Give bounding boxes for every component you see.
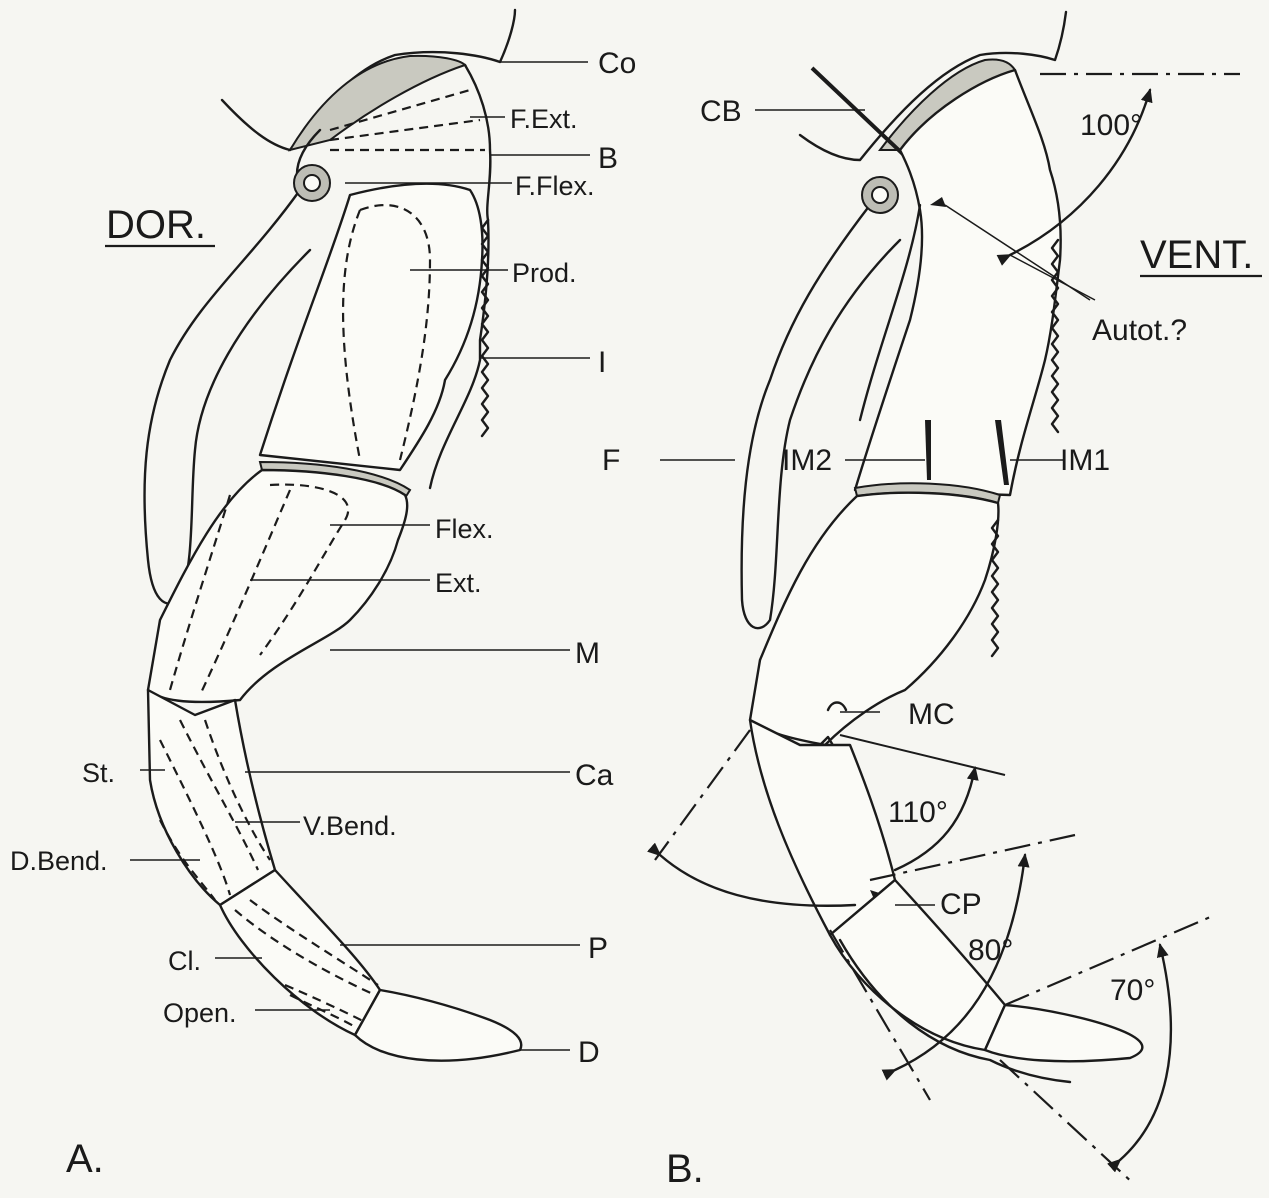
- label-v-bend: V.Bend.: [303, 811, 397, 841]
- label-d: D: [578, 1036, 600, 1069]
- label-f-flex: F.Flex.: [515, 171, 595, 201]
- label-flex: Flex.: [435, 514, 494, 544]
- label-d-bend: D.Bend.: [10, 846, 108, 876]
- angle-80: 80°: [968, 934, 1013, 967]
- caption-b: B.: [666, 1147, 704, 1191]
- label-cb: CB: [700, 95, 742, 128]
- ischium-body-a: [260, 184, 483, 470]
- panel-a: Co F.Ext. B F.Flex. Prod. I Flex. Ext. M…: [10, 10, 636, 1181]
- label-i: I: [598, 346, 606, 379]
- coxa-joint-hole-a: [304, 175, 320, 191]
- label-m: M: [575, 637, 600, 670]
- caption-a: A.: [66, 1137, 104, 1181]
- basis-ischium-b: [855, 70, 1061, 495]
- side-label-dor: DOR.: [106, 203, 206, 247]
- label-st: St.: [82, 758, 115, 788]
- label-open: Open.: [163, 998, 237, 1028]
- label-cl: Cl.: [168, 946, 201, 976]
- dactyl-a: [355, 990, 521, 1061]
- label-mc: MC: [908, 698, 955, 731]
- label-p: P: [588, 932, 608, 965]
- side-label-vent: VENT.: [1140, 233, 1253, 277]
- angle-70: 70°: [1110, 974, 1155, 1007]
- label-autot: Autot.?: [1092, 314, 1187, 347]
- angle-110: 110°: [888, 796, 948, 829]
- label-f-ext: F.Ext.: [510, 104, 578, 134]
- carpus-a: [148, 690, 275, 905]
- label-im1: IM1: [1060, 444, 1110, 477]
- label-f: F: [602, 444, 620, 477]
- label-prod: Prod.: [512, 258, 577, 288]
- label-co: Co: [598, 47, 636, 80]
- merus-b: [750, 493, 998, 745]
- angle-100: 100°: [1080, 109, 1142, 142]
- merus-a: [148, 470, 407, 702]
- label-b: B: [598, 142, 618, 175]
- panel-b: CB 100° VENT. Autot.? F IM2 IM1 MC 110° …: [602, 12, 1262, 1191]
- dactyl-b: [985, 1005, 1142, 1061]
- label-im2: IM2: [782, 444, 832, 477]
- label-ca: Ca: [575, 759, 614, 792]
- label-cp: CP: [940, 888, 982, 921]
- coxa-membrane-a: [290, 56, 465, 150]
- label-ext: Ext.: [435, 568, 482, 598]
- coxa-joint-hole-b: [872, 187, 888, 203]
